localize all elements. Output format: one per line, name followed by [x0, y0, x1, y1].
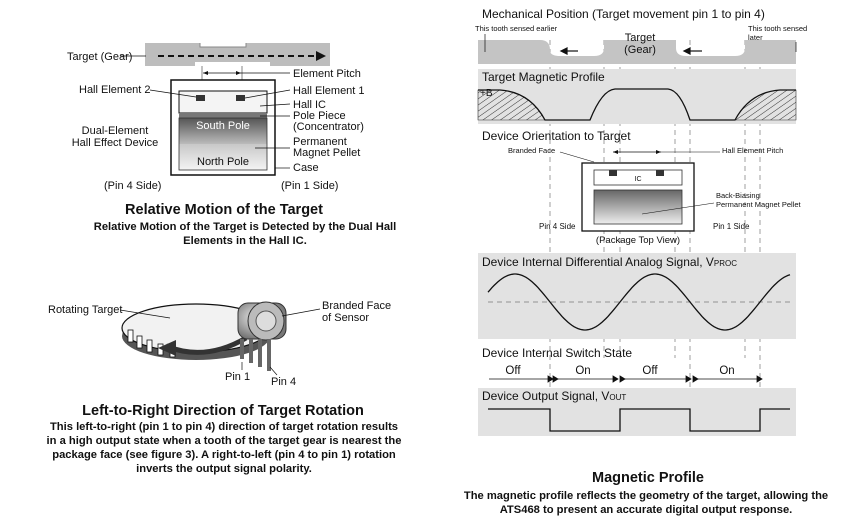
hall-ic	[178, 90, 268, 114]
package-magnet	[593, 189, 683, 225]
left-top-caption-body: Relative Motion of the Target is Detecte…	[93, 221, 397, 247]
gear-strip	[145, 43, 330, 66]
element-pitch-label: Element Pitch	[293, 68, 361, 80]
analog-band	[478, 253, 796, 339]
pin1-side-small-label: Pin 1 Side	[713, 222, 750, 231]
hall-element-1	[236, 95, 245, 101]
pole-piece	[179, 113, 267, 118]
target-gear-label: Target (Gear)	[67, 51, 132, 63]
mech-position-title: Mechanical Position (Target movement pin…	[482, 7, 765, 21]
branded-face-small-label: Branded Face	[508, 146, 555, 155]
permanent-label: Permanent	[293, 136, 347, 148]
north-pole-label: North Pole	[197, 156, 249, 168]
case-label: Case	[293, 162, 319, 174]
device-label-2: Hall Effect Device	[72, 137, 159, 149]
south-pole-label: South Pole	[196, 120, 250, 132]
motion-arrows	[559, 47, 702, 55]
state-off-1: Off	[505, 365, 521, 377]
state-off-2: Off	[642, 365, 658, 377]
pin4-label: Pin 4	[271, 376, 296, 388]
hall-ic-label: Hall IC	[293, 99, 326, 111]
magnet-pellet-label: Magnet Pellet	[293, 147, 360, 159]
state-on-1: On	[575, 365, 590, 377]
left-top-caption-title: Relative Motion of the Target	[125, 202, 323, 218]
output-title: Device Output Signal, VOUT	[482, 389, 626, 403]
back-biasing-label-2: Permanent Magnet Pellet	[716, 200, 802, 209]
rotating-target-label: Rotating Target	[48, 304, 122, 316]
concentrator-label: (Concentrator)	[293, 121, 364, 133]
hall-element-2	[196, 95, 205, 101]
back-biasing-label-1: Back-Biasing	[716, 191, 760, 200]
north-pole-region	[179, 144, 267, 170]
magnetic-profile-panel: Mechanical Position (Target movement pin…	[475, 7, 807, 436]
left-bottom-caption-title: Left-to-Right Direction of Target Rotati…	[82, 403, 364, 419]
state-on-2: On	[719, 365, 734, 377]
dual-element-diagram: Target (Gear) Element Pitch South Pole N…	[67, 43, 365, 192]
output-band	[478, 388, 796, 436]
target-label-2: (Gear)	[624, 44, 656, 56]
hall-element-2-label: Hall Element 2	[79, 84, 151, 96]
pin1-side-label: (Pin 1 Side)	[281, 180, 338, 192]
hall-element-1-label: Hall Element 1	[293, 85, 365, 97]
mag-profile-title: Target Magnetic Profile	[482, 70, 605, 84]
tooth-later-label-1: This tooth sensed	[748, 24, 807, 33]
output-square-wave	[488, 408, 790, 432]
branded-face-label-1: Branded Face	[322, 300, 391, 312]
analog-sine-wave	[487, 273, 791, 331]
pin4-side-label: (Pin 4 Side)	[104, 180, 161, 192]
left-bottom-caption-body: This left-to-right (pin 1 to pin 4) dire…	[46, 421, 402, 475]
gear-tooth	[199, 43, 247, 48]
target-label-1: Target	[625, 32, 656, 44]
pin4-side-small-label: Pin 4 Side	[539, 222, 576, 231]
pole-piece-label: Pole Piece	[293, 110, 346, 122]
orientation-title: Device Orientation to Target	[482, 129, 631, 143]
gear-motion-arrowhead	[316, 51, 326, 61]
branded-face-label-2: of Sensor	[322, 312, 369, 324]
south-pole-region	[179, 118, 267, 144]
tooth-earlier-label: This tooth sensed earlier	[475, 24, 558, 33]
right-caption-body: The magnetic profile reflects the geomet…	[463, 490, 829, 516]
right-caption-title: Magnetic Profile	[592, 470, 704, 486]
tooth-later-label-2: later	[748, 33, 763, 42]
hall-pitch-label: Hall Element Pitch	[722, 146, 783, 155]
pin1-label: Pin 1	[225, 371, 250, 383]
switch-title: Device Internal Switch State	[482, 346, 632, 360]
device-label-1: Dual-Element	[82, 125, 149, 137]
rotation-arrowhead	[158, 340, 176, 356]
analog-title: Device Internal Differential Analog Sign…	[482, 255, 737, 269]
rotating-target-diagram: Rotating Target Branded Face of Sensor P…	[48, 300, 391, 388]
state-arrows	[489, 375, 763, 383]
mag-profile-curve	[478, 88, 796, 121]
target-gear-profile	[478, 40, 796, 64]
ic-label: IC	[635, 176, 642, 183]
package-top-label: (Package Top View)	[596, 235, 680, 246]
sensor-package	[237, 301, 287, 371]
